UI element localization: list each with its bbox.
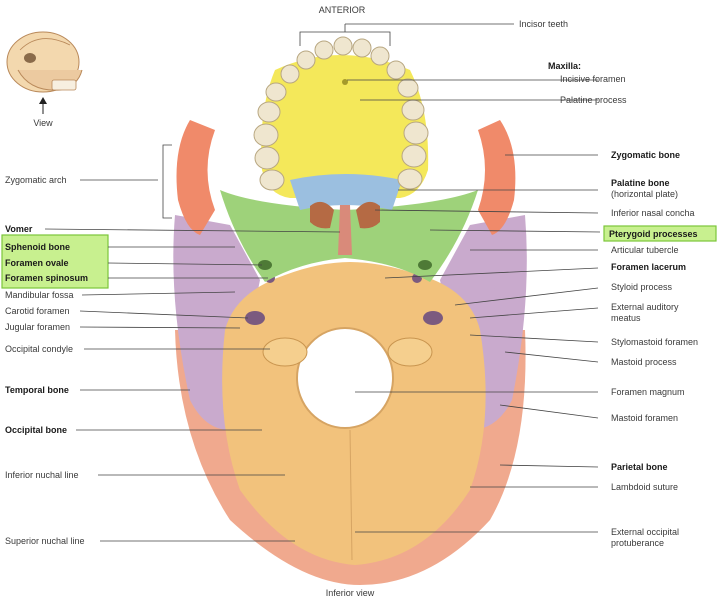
maxilla-region xyxy=(261,55,429,198)
label-occipital-bone: Occipital bone xyxy=(5,425,67,435)
anterior-label: ANTERIOR xyxy=(319,5,366,15)
label-articular-tubercle: Articular tubercle xyxy=(611,245,679,255)
label-sphenoid-bone: Sphenoid bone xyxy=(5,242,70,252)
highlight-box-left xyxy=(1,234,109,289)
label-carotid-foramen: Carotid foramen xyxy=(5,306,70,316)
label-foramen-magnum: Foramen magnum xyxy=(611,387,685,397)
label-foramen-ovale: Foramen ovale xyxy=(5,258,69,268)
label-superior-nuchal-line: Superior nuchal line xyxy=(5,536,85,546)
label-inferior-nasal-concha: Inferior nasal concha xyxy=(611,208,695,218)
label-zygomatic-arch: Zygomatic arch xyxy=(5,175,67,185)
label-external-occipital: External occipital xyxy=(611,527,679,537)
label-temporal-bone: Temporal bone xyxy=(5,385,69,395)
label-protuberance: protuberance xyxy=(611,538,664,548)
label-styloid-process: Styloid process xyxy=(611,282,673,292)
right-leader-lines xyxy=(347,79,601,533)
label-palatine-bone: Palatine bone xyxy=(611,178,670,188)
palatine-bone-region xyxy=(290,174,402,210)
label-lambdoid-suture: Lambdoid suture xyxy=(611,482,678,492)
left-labels: Zygomatic arch Vomer Sphenoid bone Foram… xyxy=(5,175,88,546)
label-pterygoid-processes: Pterygoid processes xyxy=(609,229,698,239)
label-palatine-process: Palatine process xyxy=(560,95,627,105)
vomer-region xyxy=(338,205,352,255)
teeth-row xyxy=(253,36,429,191)
label-parietal-bone: Parietal bone xyxy=(611,462,668,472)
foramen-magnum-hole xyxy=(296,327,394,429)
label-maxilla: Maxilla: xyxy=(548,61,581,71)
inset-skull-icon xyxy=(6,31,83,93)
label-meatus: meatus xyxy=(611,313,641,323)
label-vomer: Vomer xyxy=(5,224,33,234)
highlight-box-pterygoid xyxy=(603,225,717,242)
zygomatic-bone-right xyxy=(478,120,516,235)
view-caption: Inferior view xyxy=(326,588,375,598)
label-incisor-teeth: Incisor teeth xyxy=(519,19,568,29)
label-mastoid-foramen: Mastoid foramen xyxy=(611,413,678,423)
label-mandibular-fossa: Mandibular fossa xyxy=(5,290,74,300)
label-external-auditory: External auditory xyxy=(611,302,679,312)
label-inferior-nuchal-line: Inferior nuchal line xyxy=(5,470,79,480)
label-jugular-foramen: Jugular foramen xyxy=(5,322,70,332)
left-leader-lines xyxy=(44,179,341,542)
label-mastoid-process: Mastoid process xyxy=(611,357,677,367)
skull-illustration xyxy=(173,36,527,585)
label-incisive-foramen: Incisive foramen xyxy=(560,74,626,84)
label-horizontal-plate: (horizontal plate) xyxy=(611,189,678,199)
right-labels: Incisor teeth Maxilla: Incisive foramen … xyxy=(519,19,698,548)
label-stylomastoid-foramen: Stylomastoid foramen xyxy=(611,337,698,347)
label-occipital-condyle: Occipital condyle xyxy=(5,344,73,354)
label-foramen-spinosum: Foramen spinosum xyxy=(5,273,88,283)
inset-view-label: View xyxy=(33,118,53,128)
label-zygomatic-bone: Zygomatic bone xyxy=(611,150,680,160)
view-arrow-icon xyxy=(39,97,47,114)
label-foramen-lacerum: Foramen lacerum xyxy=(611,262,686,272)
zygomatic-bone-left xyxy=(176,120,215,235)
